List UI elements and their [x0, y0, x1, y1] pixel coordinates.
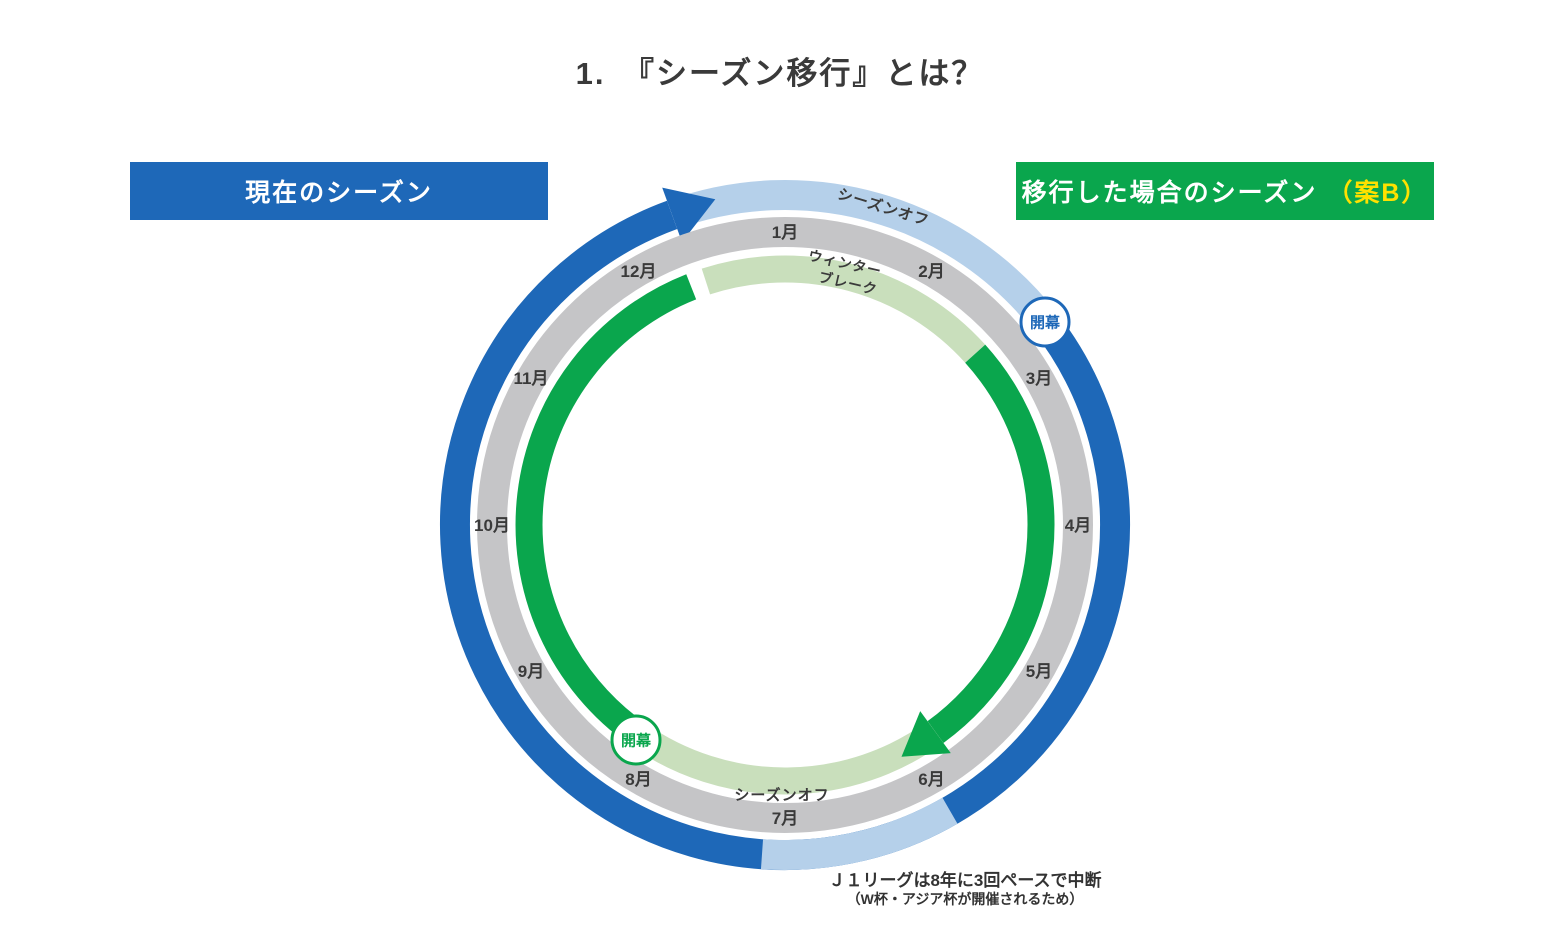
- current-season-legend: 現在のシーズン: [130, 162, 548, 220]
- current-season-arrow-icon: [662, 187, 716, 243]
- current-season-arc: [440, 200, 1130, 870]
- current-offseason-arc: [666, 180, 1057, 332]
- proposed-season-case-label: （案B）: [1327, 179, 1429, 207]
- proposed-offseason-label: シーズンオフ: [734, 786, 829, 804]
- proposed-season-first-half-arc: [515, 274, 697, 746]
- winter-break-arc: [701, 255, 986, 363]
- month-ring: [477, 217, 1093, 833]
- current-kickoff-badge: [1019, 296, 1071, 348]
- month-label-7: 7月: [772, 809, 798, 828]
- current-season-legend-label: 現在のシーズン: [245, 179, 433, 207]
- proposed-kickoff-badge: [610, 714, 662, 766]
- footnote-line2: （W杯・アジア杯が開催されるため）: [846, 891, 1084, 907]
- proposed-kickoff-label: 開幕: [621, 732, 652, 750]
- current-kickoff-label: 開幕: [1030, 314, 1061, 332]
- month-label-10: 10月: [474, 516, 510, 535]
- proposed-season-legend: 移行した場合のシーズン （案B）: [1016, 162, 1434, 220]
- footnote-line1: Ｊ１リーグは8年に3回ペースで中断: [828, 871, 1102, 890]
- page-title: 1. 『シーズン移行』とは？: [575, 56, 985, 91]
- month-label-5: 5月: [1026, 662, 1052, 681]
- current-interruption-arc: [760, 797, 958, 870]
- month-label-6: 6月: [918, 770, 944, 789]
- month-label-8: 8月: [625, 770, 651, 789]
- month-label-9: 9月: [518, 662, 544, 681]
- month-label-3: 3月: [1026, 369, 1052, 388]
- month-label-11: 11月: [514, 369, 549, 388]
- month-label-12: 12月: [621, 262, 657, 281]
- proposed-offseason-arc: [630, 721, 944, 795]
- proposed-season-legend-label: 移行した場合のシーズン: [1021, 179, 1318, 207]
- proposed-season-arrow-icon: [901, 711, 951, 757]
- month-label-1: 1月: [772, 223, 798, 242]
- proposed-season-second-half-arc: [927, 344, 1055, 744]
- month-label-4: 4月: [1065, 516, 1091, 535]
- footnote: Ｊ１リーグは8年に3回ペースで中断 （W杯・アジア杯が開催されるため）: [763, 871, 1167, 908]
- month-label-2: 2月: [918, 262, 944, 281]
